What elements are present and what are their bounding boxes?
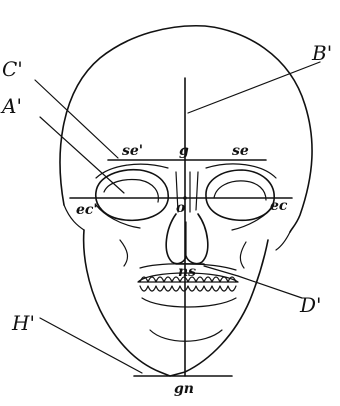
nasal-aperture: [166, 214, 208, 264]
label-o: o: [176, 200, 185, 216]
label-h-prime: H': [11, 311, 35, 335]
label-g: g: [179, 143, 189, 159]
label-a-prime: A': [0, 94, 22, 118]
leader-b-prime: [188, 62, 320, 113]
leader-a-prime: [40, 117, 124, 193]
label-ec-prime: ec': [76, 202, 98, 218]
orbit-right: [206, 170, 274, 220]
label-gn: gn: [174, 381, 194, 397]
label-c-prime: C': [2, 57, 23, 81]
label-b-prime: B': [311, 41, 332, 65]
label-se-prime: se': [122, 143, 143, 159]
zygoma-right: [232, 205, 274, 268]
mandible-outline: [84, 230, 268, 376]
leader-d-prime: [238, 276, 302, 298]
temporal-right: [276, 232, 290, 250]
leader-h-prime: [40, 318, 142, 373]
leader-c-prime: [35, 80, 118, 158]
orbit-right-inner: [214, 181, 266, 200]
label-d-prime: D': [299, 293, 322, 317]
label-se: se: [232, 143, 249, 159]
label-ec: ec: [270, 198, 288, 214]
lower-teeth: [140, 286, 236, 307]
label-ns: ns: [178, 264, 196, 280]
chin-contour: [150, 330, 222, 341]
zygoma-left: [96, 205, 140, 266]
